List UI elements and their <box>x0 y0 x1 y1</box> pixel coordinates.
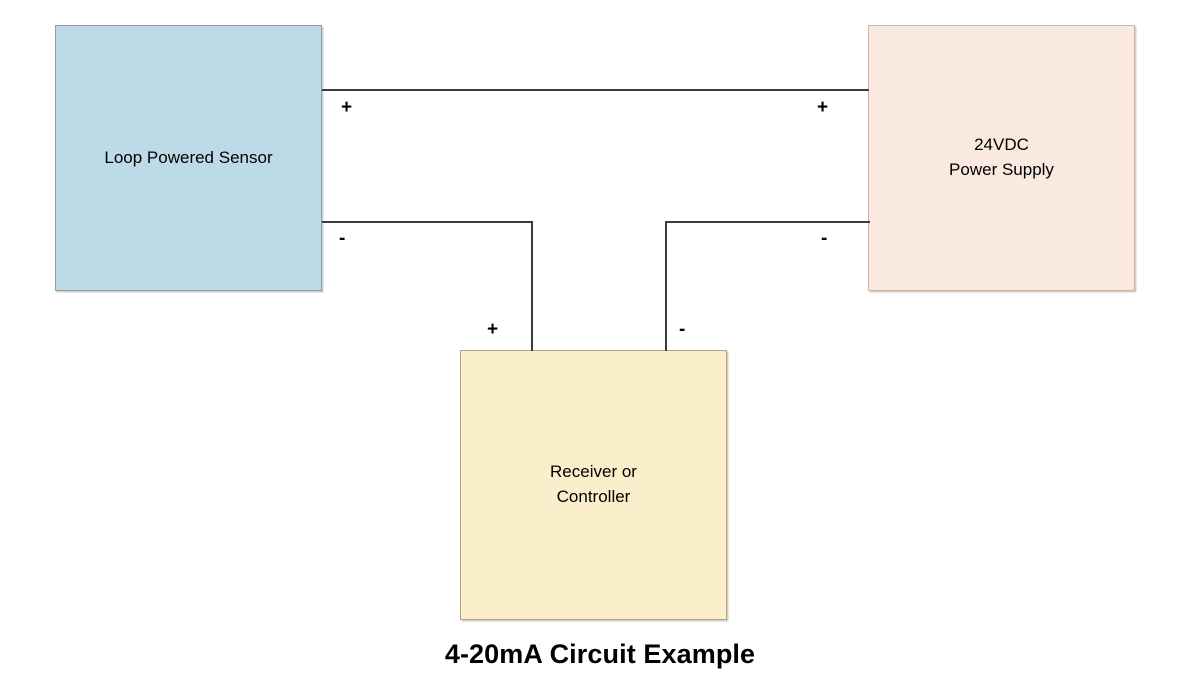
block-label-sensor: Loop Powered Sensor <box>104 147 273 167</box>
polarity-marker-receiver-positive: + <box>487 319 499 340</box>
block-loop-powered-sensor[interactable]: Loop Powered Sensor <box>55 25 322 291</box>
polarity-marker-supply-negative: - <box>821 228 828 249</box>
polarity-marker-receiver-negative: - <box>679 319 686 340</box>
wire-sensor-positive-to-supply-positive <box>322 89 869 91</box>
polarity-marker-sensor-positive: + <box>341 97 353 118</box>
wire-receiver-negative-vertical <box>665 221 667 351</box>
block-label-power-supply: 24VDC Power Supply <box>949 135 1054 179</box>
wire-sensor-negative-horizontal <box>322 221 533 223</box>
block-power-supply[interactable]: 24VDC Power Supply <box>868 25 1135 291</box>
block-label-receiver: Receiver or Controller <box>550 462 637 506</box>
diagram-title: 4-20mA Circuit Example <box>444 639 756 669</box>
polarity-marker-supply-positive: + <box>817 97 829 118</box>
wire-supply-negative-horizontal <box>665 221 870 223</box>
block-receiver-or-controller[interactable]: Receiver or Controller <box>460 350 727 620</box>
polarity-marker-sensor-negative: - <box>339 228 346 249</box>
wire-receiver-positive-vertical <box>531 221 533 351</box>
